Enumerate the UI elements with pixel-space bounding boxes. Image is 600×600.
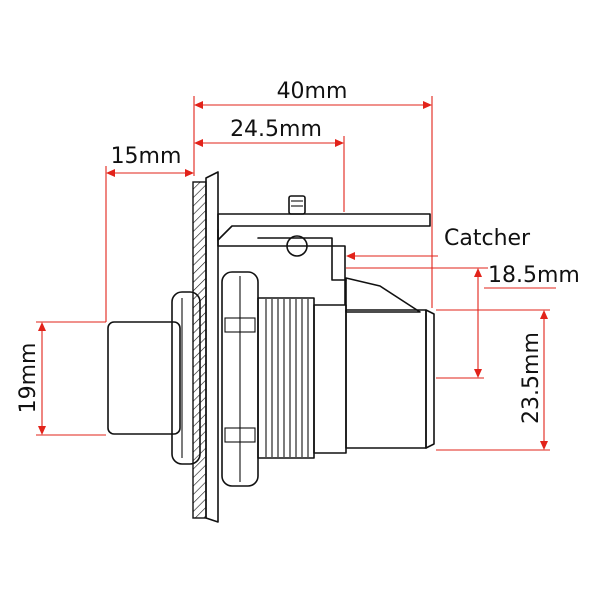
dimension-19mm: 19mm: [16, 321, 106, 436]
dimension-40mm: 40mm: [193, 79, 433, 308]
dimension-24-5mm: 24.5mm: [194, 117, 345, 212]
dimension-19mm-label: 19mm: [16, 343, 41, 414]
dimension-18-5mm-label: 18.5mm: [488, 263, 580, 288]
button-plunger: [107, 321, 181, 435]
dimension-24-5mm-label: 24.5mm: [230, 117, 322, 142]
dimension-40mm-label: 40mm: [277, 79, 348, 104]
switch-housing: [313, 304, 435, 454]
mounting-bracket: [217, 213, 431, 313]
catcher-callout: Catcher: [346, 226, 531, 260]
bracket-screw: [286, 195, 308, 257]
locking-nut: [221, 271, 259, 487]
mounting-panel: [192, 171, 219, 523]
dimension-15mm-label: 15mm: [111, 144, 182, 169]
dimension-23-5mm: 23.5mm: [436, 309, 550, 451]
dimension-23-5mm-label: 23.5mm: [519, 332, 544, 424]
dimension-18-5mm: 18.5mm: [346, 263, 580, 379]
threaded-body: [257, 297, 315, 459]
dimension-15mm: 15mm: [105, 144, 194, 322]
catcher-label: Catcher: [444, 226, 531, 251]
